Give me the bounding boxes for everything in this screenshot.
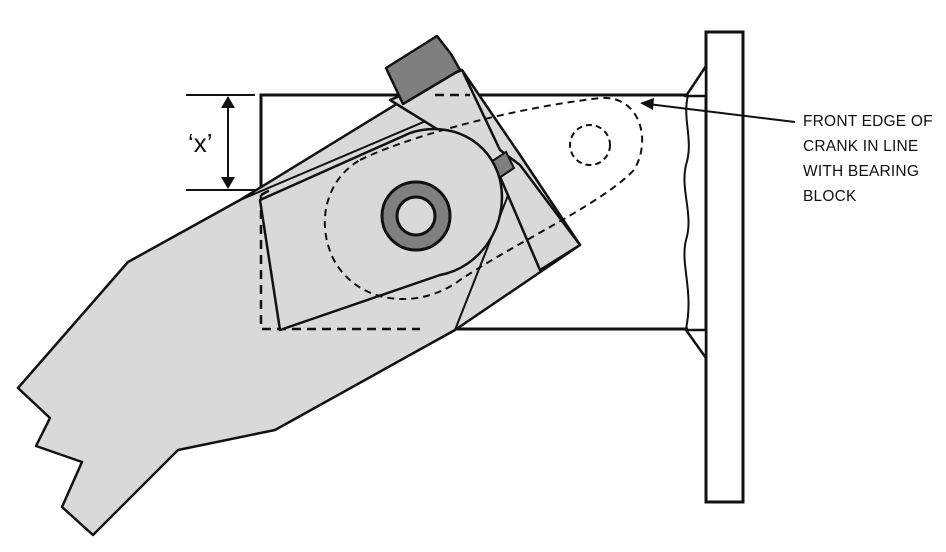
callout-text: FRONT EDGE OF CRANK IN LINE WITH BEARING…	[803, 113, 933, 205]
callout-line-1: FRONT EDGE OF	[803, 113, 933, 130]
callout-line-4: BLOCK	[803, 188, 857, 205]
frame-post	[683, 30, 745, 504]
callout-leader	[640, 98, 796, 123]
clamp-block	[388, 68, 582, 272]
pivot-bushing	[380, 180, 452, 252]
callout-line-3: WITH BEARING	[803, 163, 919, 180]
callout-line-2: CRANK IN LINE	[803, 138, 918, 155]
dimension-label: ‘x’	[188, 128, 213, 158]
hidden-crank-outline	[323, 96, 644, 300]
hidden-outline-box	[259, 93, 470, 331]
bearing-block	[259, 93, 690, 331]
crank-boss	[258, 127, 504, 332]
dimension-x: ‘x’	[186, 94, 255, 191]
